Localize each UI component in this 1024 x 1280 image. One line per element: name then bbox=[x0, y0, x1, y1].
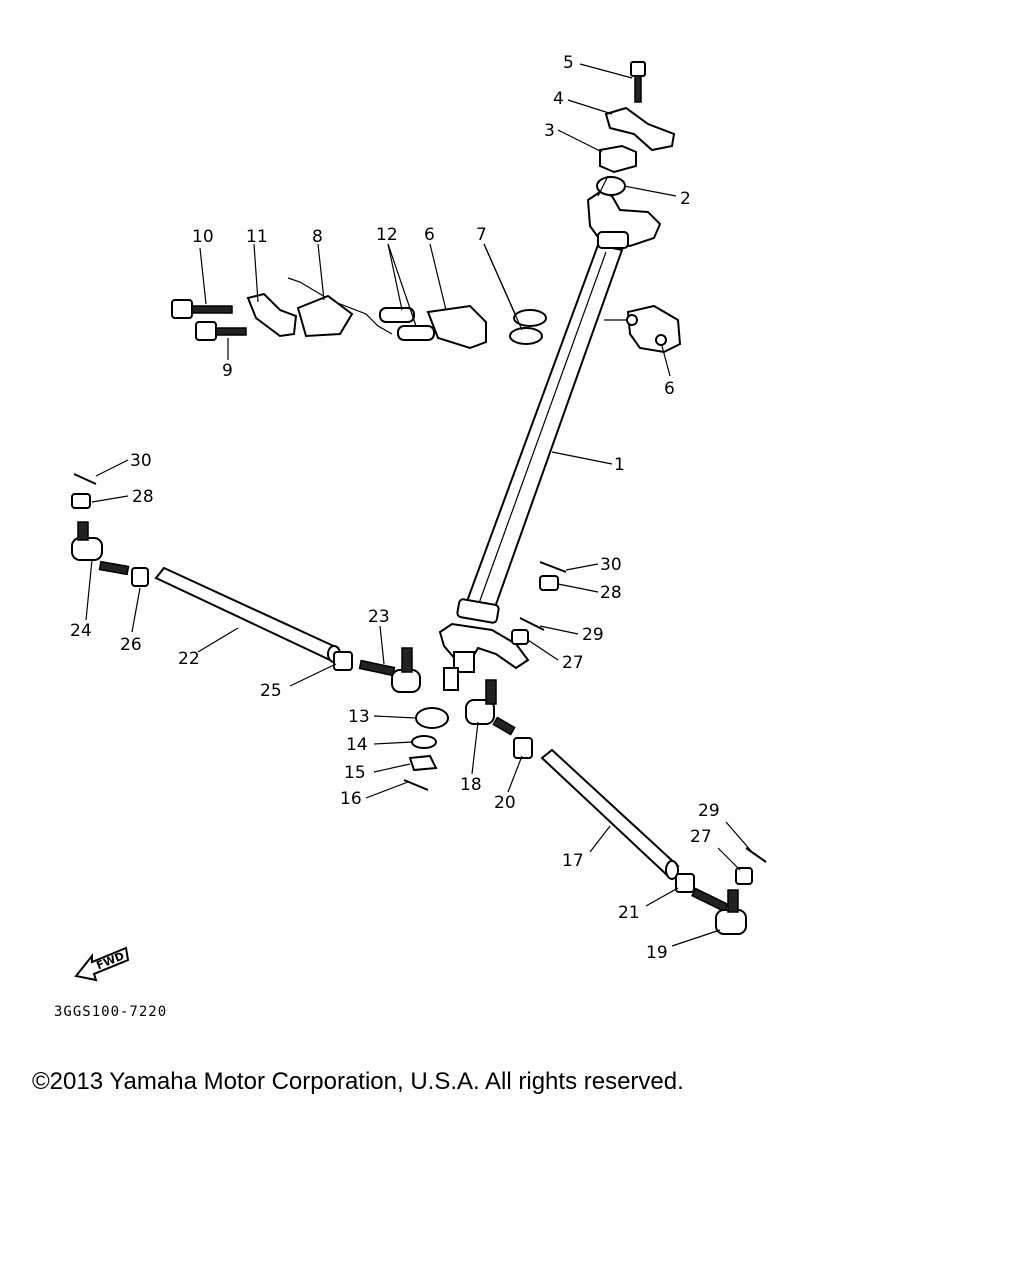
label-part-20: 20 bbox=[494, 793, 516, 813]
left-tie-rod bbox=[71, 473, 421, 693]
label-part-16: 16 bbox=[340, 789, 362, 809]
label-part-25: 25 bbox=[260, 681, 282, 701]
label-part-3: 3 bbox=[544, 121, 555, 141]
label-part-29-lower: 29 bbox=[698, 801, 720, 821]
label-part-22: 22 bbox=[178, 649, 200, 669]
label-part-6-upper: 6 bbox=[424, 225, 435, 245]
label-part-14: 14 bbox=[346, 735, 368, 755]
label-part-7: 7 bbox=[476, 225, 487, 245]
top-parts bbox=[596, 61, 676, 196]
label-part-24: 24 bbox=[70, 621, 92, 641]
steering-parts-diagram: 5 4 3 2 10 11 8 12 6 7 9 6 1 30 28 30 28… bbox=[54, 53, 767, 1020]
label-part-29-upper: 29 bbox=[582, 625, 604, 645]
label-part-27-upper: 27 bbox=[562, 653, 584, 673]
shaft-holder-lower bbox=[626, 304, 682, 354]
label-part-4: 4 bbox=[553, 89, 564, 109]
label-part-27-lower: 27 bbox=[690, 827, 712, 847]
label-part-8: 8 bbox=[312, 227, 323, 247]
label-part-28-right: 28 bbox=[600, 583, 622, 603]
label-part-5: 5 bbox=[563, 53, 574, 73]
part-labels: 5 4 3 2 10 11 8 12 6 7 9 6 1 30 28 30 28… bbox=[70, 53, 720, 963]
label-part-18: 18 bbox=[460, 775, 482, 795]
forward-arrow-icon: FWD bbox=[74, 946, 130, 982]
label-part-2: 2 bbox=[680, 189, 691, 209]
label-part-23: 23 bbox=[368, 607, 390, 627]
label-part-28-left: 28 bbox=[132, 487, 154, 507]
label-part-6-lower: 6 bbox=[664, 379, 675, 399]
label-part-1: 1 bbox=[614, 455, 625, 475]
label-part-13: 13 bbox=[348, 707, 370, 727]
label-part-21: 21 bbox=[618, 903, 640, 923]
drawing-code: 3GGS100-7220 bbox=[54, 1004, 167, 1020]
label-part-9: 9 bbox=[222, 361, 233, 381]
copyright-notice: ©2013 Yamaha Motor Corporation, U.S.A. A… bbox=[32, 1068, 684, 1095]
fwd-label: FWD bbox=[94, 949, 126, 972]
left-cluster bbox=[171, 277, 547, 350]
label-part-11: 11 bbox=[246, 227, 268, 247]
right-tie-rod bbox=[465, 561, 767, 935]
label-part-19: 19 bbox=[646, 943, 668, 963]
leader-lines bbox=[85, 63, 753, 947]
label-part-10: 10 bbox=[192, 227, 214, 247]
label-part-30-right: 30 bbox=[600, 555, 622, 575]
label-part-12: 12 bbox=[376, 225, 398, 245]
lower-washers bbox=[403, 707, 449, 791]
label-part-17: 17 bbox=[562, 851, 584, 871]
steering-shaft bbox=[438, 190, 662, 691]
label-part-30-left: 30 bbox=[130, 451, 152, 471]
label-part-15: 15 bbox=[344, 763, 366, 783]
label-part-26: 26 bbox=[120, 635, 142, 655]
